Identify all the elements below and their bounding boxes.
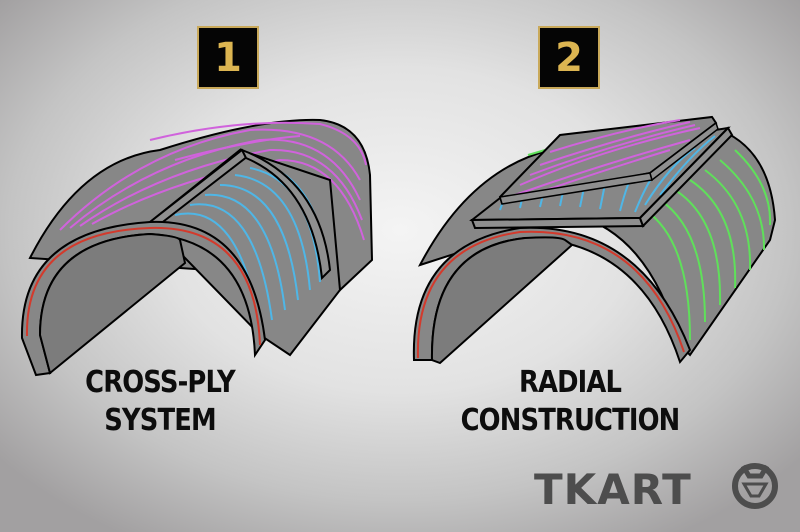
panel-2-number: 2 xyxy=(555,34,583,81)
panel-1-number-badge: 1 xyxy=(197,26,259,89)
cross-ply-tire xyxy=(20,118,374,377)
panel-2-number-badge: 2 xyxy=(538,26,600,89)
cross-ply-title-line1: CROSS-PLY xyxy=(85,365,236,400)
radial-title: RADIAL CONSTRUCTION xyxy=(458,364,682,440)
radial-tire xyxy=(412,115,777,365)
radial-title-line1: RADIAL xyxy=(518,365,622,400)
cross-ply-title: CROSS-PLY SYSTEM xyxy=(65,364,254,440)
bull-head-icon xyxy=(732,463,778,509)
cross-ply-title-line2: SYSTEM xyxy=(104,403,216,438)
radial-title-line2: CONSTRUCTION xyxy=(460,403,681,438)
brand-logo: TKART xyxy=(534,465,692,514)
panel-1-number: 1 xyxy=(214,34,242,81)
